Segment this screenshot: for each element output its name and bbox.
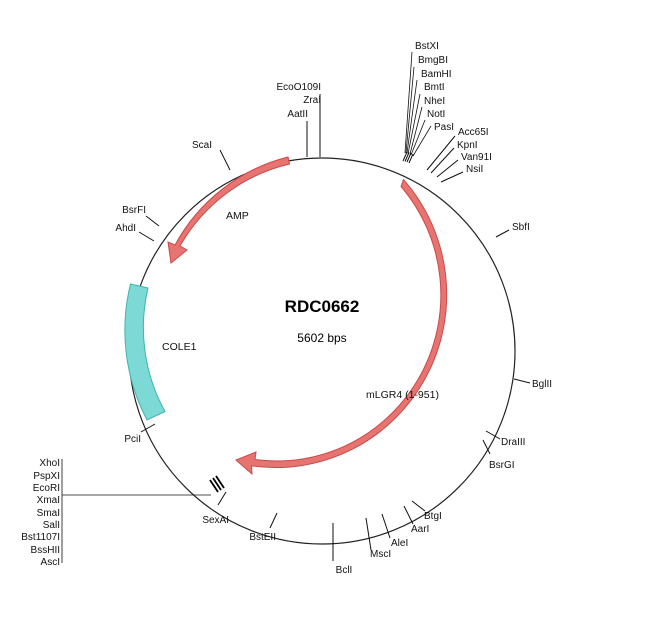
site-cluster-bottom: [365, 500, 426, 551]
site-cluster-right: [426, 135, 464, 183]
site-label: MscI: [370, 549, 391, 560]
site-tick-sbfi: [495, 229, 510, 238]
plasmid-size: 5602 bps: [297, 331, 346, 345]
site-tick-bsrfi: [145, 215, 160, 227]
site-label: KpnI: [457, 140, 478, 151]
site-label: AarI: [411, 524, 429, 535]
site-label: BstEII: [249, 532, 276, 543]
site-label: SmaI: [37, 508, 60, 519]
site-label: BsrGI: [489, 460, 515, 471]
site-label: BglII: [532, 379, 552, 390]
site-label: AhdI: [115, 223, 136, 234]
site-tick-bglii: [513, 378, 531, 384]
site-label: BmtI: [424, 82, 445, 93]
site-tick-bsteii: [269, 512, 278, 529]
site-label: AscI: [41, 557, 60, 568]
site-label: PasI: [434, 122, 454, 133]
site-cluster-mcs-left: [61, 459, 225, 563]
site-label: EcoRI: [33, 483, 60, 494]
site-label: SexAI: [202, 515, 229, 526]
feature-label-amp: AMP: [226, 210, 249, 222]
site-cluster-mcs-top: [402, 51, 432, 164]
site-label: BtgI: [424, 511, 442, 522]
site-label: AleI: [391, 538, 408, 549]
site-label: EcoO109I: [277, 82, 321, 93]
site-label: DraIII: [501, 437, 525, 448]
site-cluster-lower-right: [482, 430, 501, 455]
site-label: Bst1107I: [21, 532, 60, 543]
site-tick-pcii: [140, 423, 156, 433]
site-label: SbfI: [512, 222, 530, 233]
site-label: BstXI: [415, 41, 439, 52]
feature-mlgr4-arrow[interactable]: [235, 178, 448, 476]
site-tick-sexai: [217, 491, 227, 506]
site-label: ScaI: [192, 140, 212, 151]
site-label: BclI: [336, 565, 353, 576]
site-tick-scai: [219, 149, 231, 171]
site-label: NheI: [424, 96, 445, 107]
site-label: Acc65I: [458, 127, 489, 138]
feature-label-mlgr4: mLGR4 (1-951): [366, 389, 439, 401]
site-label: SalI: [43, 520, 60, 531]
site-label: ZraI: [303, 95, 321, 106]
site-label: PciI: [124, 434, 141, 445]
plasmid-name: RDC0662: [285, 297, 360, 316]
site-label: BamHI: [421, 69, 452, 80]
site-label: XmaI: [37, 495, 60, 506]
site-label: AatII: [287, 109, 308, 120]
site-label: BsrFI: [122, 205, 146, 216]
site-label: Van91I: [461, 152, 492, 163]
site-label: BssHII: [31, 545, 60, 556]
site-label: BmgBI: [418, 55, 448, 66]
feature-cole1-box[interactable]: [124, 283, 166, 421]
site-label: PspXI: [33, 471, 60, 482]
site-label: XhoI: [39, 458, 60, 469]
site-label: NotI: [427, 109, 445, 120]
site-cluster-top-left: [306, 94, 321, 157]
feature-label-cole1: COLE1: [162, 341, 197, 353]
feature-amp-arrow[interactable]: [167, 156, 291, 264]
site-tick-ahdi: [138, 231, 155, 242]
site-label: NsiI: [466, 164, 483, 175]
